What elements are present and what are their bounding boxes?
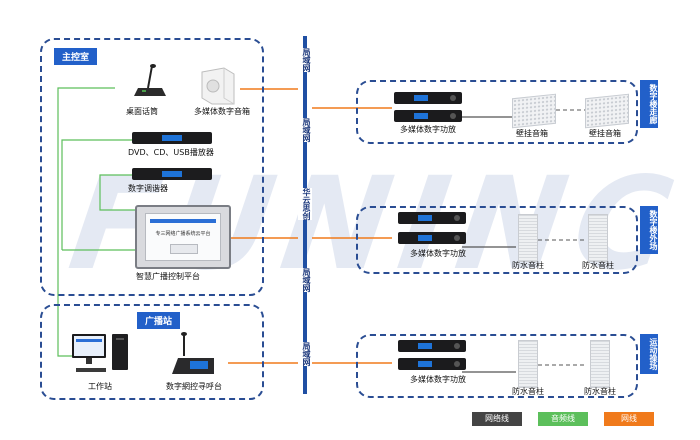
broadcast-station-tag: 广播站 bbox=[137, 312, 181, 329]
broadcast-platform-icon: 专三网络广播系统云平台 bbox=[135, 205, 231, 269]
area-outdoor-frame bbox=[356, 206, 638, 274]
column-speaker-3-icon bbox=[518, 340, 538, 388]
column-speaker-4-label: 防水音柱 bbox=[584, 387, 616, 396]
area-playground-frame bbox=[356, 334, 638, 398]
amp-outdoor-2 bbox=[398, 232, 466, 244]
audio-line-tuner bbox=[99, 174, 135, 211]
broadcast-platform-label: 智慧广播控制平台 bbox=[136, 272, 200, 281]
column-speaker-2-label: 防水音柱 bbox=[582, 261, 614, 270]
wall-speaker-1-icon bbox=[512, 93, 556, 129]
dvd-player-label: DVD、CD、USB播放器 bbox=[128, 148, 214, 157]
amp-outdoor-label: 多媒体数字功放 bbox=[410, 249, 466, 258]
digital-speaker-icon bbox=[201, 67, 235, 105]
amp-playground-label: 多媒体数字功放 bbox=[410, 375, 466, 384]
wall-speaker-1-label: 壁挂音箱 bbox=[516, 129, 548, 138]
tuner-label: 数字调谐器 bbox=[128, 184, 168, 193]
desk-microphone-icon bbox=[134, 64, 166, 96]
legend-network-line: 网络线 bbox=[472, 412, 522, 426]
amp-corridor-1 bbox=[394, 92, 462, 104]
paging-station-label: 数字網控寻呼台 bbox=[166, 382, 222, 391]
master-room-frame bbox=[40, 38, 264, 296]
area-corridor-frame bbox=[356, 80, 638, 144]
audio-line-mic bbox=[57, 87, 115, 357]
area-playground-tag: 运动操场 bbox=[640, 334, 658, 374]
amp-corridor-2 bbox=[394, 110, 462, 122]
platform-screen-text: 专三网络广播系统云平台 bbox=[155, 231, 211, 237]
column-speaker-1-label: 防水音柱 bbox=[512, 261, 544, 270]
column-speaker-2-icon bbox=[588, 214, 608, 262]
wall-speaker-2-icon bbox=[585, 93, 629, 129]
tuner-icon bbox=[132, 168, 212, 180]
amp-corridor-label: 多媒体数字功放 bbox=[400, 125, 456, 134]
desk-microphone-label: 桌面话筒 bbox=[126, 107, 158, 116]
master-room-tag: 主控室 bbox=[54, 48, 98, 65]
audio-line-dvd bbox=[61, 139, 132, 250]
wall-speaker-2-label: 壁挂音箱 bbox=[589, 129, 621, 138]
column-speaker-1-icon bbox=[518, 214, 538, 262]
amp-outdoor-1 bbox=[398, 212, 466, 224]
column-speaker-3-label: 防水音柱 bbox=[512, 387, 544, 396]
network-label-top: 局域网 bbox=[298, 48, 312, 72]
amp-playground-1 bbox=[398, 340, 466, 352]
network-label-cloud: 华云思创 bbox=[298, 188, 312, 220]
dvd-player-icon bbox=[132, 132, 212, 144]
broadcast-station-frame bbox=[40, 304, 264, 400]
workstation-icon bbox=[72, 334, 128, 372]
paging-station-icon bbox=[172, 332, 214, 374]
area-outdoor-tag: 数字楼外场 bbox=[640, 206, 658, 254]
workstation-label: 工作站 bbox=[88, 382, 112, 391]
area-corridor-tag: 数字楼走廊 bbox=[640, 80, 658, 128]
network-label-lower: 局域网 bbox=[298, 268, 312, 292]
digital-speaker-label: 多媒体数字音箱 bbox=[194, 107, 250, 116]
network-label-upper: 局域网 bbox=[298, 118, 312, 142]
network-label-bottom: 局域网 bbox=[298, 342, 312, 366]
legend-net-cable: 网线 bbox=[604, 412, 654, 426]
legend-audio-line: 音频线 bbox=[538, 412, 588, 426]
column-speaker-4-icon bbox=[590, 340, 610, 388]
amp-playground-2 bbox=[398, 358, 466, 370]
